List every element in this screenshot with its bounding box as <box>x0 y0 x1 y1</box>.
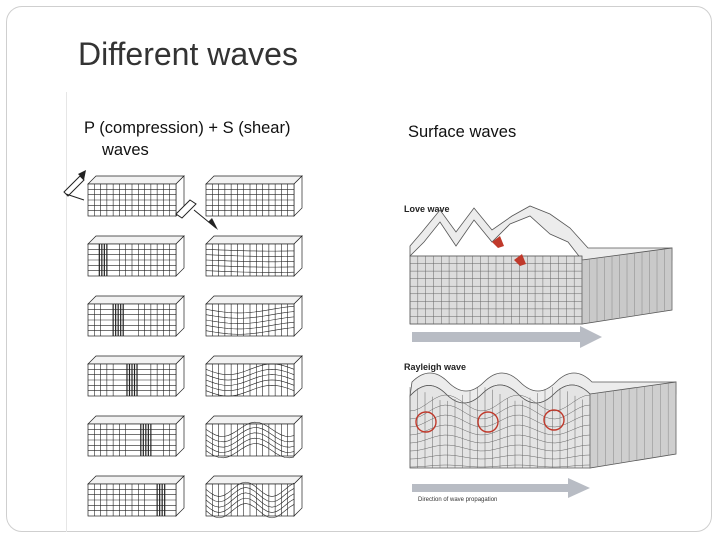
body-waves-caption-line2: waves <box>84 139 344 161</box>
s-wave-column <box>206 176 302 518</box>
s-wave-panel <box>206 356 302 396</box>
surface-waves-illustration: Love wave Rayleigh wave Direction of wav… <box>400 198 690 508</box>
p-wave-panel <box>88 416 184 456</box>
p-wave-panel <box>88 236 184 276</box>
love-wave-label: Love wave <box>404 204 450 214</box>
body-waves-caption: P (compression) + S (shear) waves <box>84 117 344 161</box>
rayleigh-wave-block <box>410 373 676 468</box>
propagation-direction-label: Direction of wave propagation <box>418 497 497 503</box>
body-waves-caption-line1: P (compression) + S (shear) <box>84 117 344 139</box>
love-propagation-arrow-icon <box>412 326 602 348</box>
s-wave-panel <box>206 476 302 518</box>
p-wave-panel <box>88 476 184 516</box>
p-wave-panel <box>88 356 184 396</box>
p-wave-panel <box>88 176 184 216</box>
love-wave-block <box>410 206 672 324</box>
slide-title: Different waves <box>78 36 298 73</box>
body-waves-illustration <box>56 170 316 520</box>
p-wave-source-arrow-icon <box>64 170 86 200</box>
s-wave-panel <box>206 176 302 216</box>
rayleigh-wave-label: Rayleigh wave <box>404 362 466 372</box>
s-wave-panel <box>206 236 302 276</box>
p-wave-column <box>88 176 184 516</box>
s-wave-panel <box>206 296 302 336</box>
rayleigh-propagation-arrow-icon <box>412 478 590 498</box>
s-wave-panel <box>206 416 302 458</box>
p-wave-panel <box>88 296 184 336</box>
surface-waves-caption: Surface waves <box>408 123 516 142</box>
